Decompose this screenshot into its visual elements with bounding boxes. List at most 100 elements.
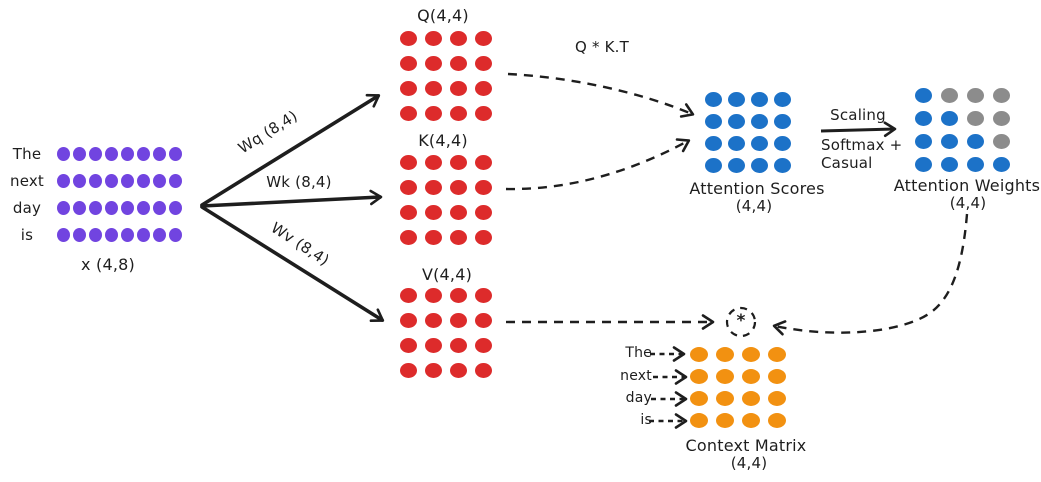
matrix-dot [716, 369, 734, 384]
matrix-dot [121, 147, 134, 161]
q-matrix-title: Q(4,4) [417, 6, 469, 25]
wv-arrow-label: Wv (8,4) [267, 218, 333, 270]
matrix-dot [450, 56, 467, 71]
matrix-dot [57, 147, 70, 161]
input-row-label-the: The [12, 145, 42, 163]
matrix-dot [105, 174, 118, 188]
matrix-dot [169, 228, 182, 242]
matrix-dot [400, 81, 417, 96]
matrix-dot [425, 363, 442, 378]
matrix-dot [105, 147, 118, 161]
matrix-dot [121, 174, 134, 188]
matrix-dot [105, 228, 118, 242]
scaling-label: Scaling [830, 106, 886, 124]
matrix-dot [716, 391, 734, 406]
matrix-dot [690, 413, 708, 428]
matrix-dot [425, 288, 442, 303]
input-matrix [57, 147, 182, 242]
matrix-dot [941, 157, 958, 172]
matrix-dot [57, 201, 70, 215]
matrix-dot [690, 391, 708, 406]
matrix-dot [450, 106, 467, 121]
matrix-dot [450, 230, 467, 245]
matrix-dot [425, 155, 442, 170]
matrix-dot [768, 413, 786, 428]
matrix-dot [742, 347, 760, 362]
matrix-dot [941, 88, 958, 103]
matrix-dot [73, 228, 86, 242]
matrix-dot [774, 158, 791, 173]
matrix-dot [475, 31, 492, 46]
matrix-dot [137, 228, 150, 242]
matrix-dot [89, 147, 102, 161]
attention-scores-title: Attention Scores [689, 179, 825, 198]
matrix-dot [915, 111, 932, 126]
matrix-dot [137, 174, 150, 188]
matrix-dot [475, 313, 492, 328]
context-row-label-day: day [625, 390, 652, 406]
matrix-dot [751, 136, 768, 151]
k-matrix [400, 155, 492, 245]
matrix-dot [941, 111, 958, 126]
matrix-dot [425, 81, 442, 96]
matrix-dot [425, 56, 442, 71]
matrix-dot [475, 180, 492, 195]
attention-weights-title: Attention Weights [893, 176, 1041, 195]
matrix-dot [915, 157, 932, 172]
context-row-label-next: next [620, 368, 652, 384]
matrix-dot [705, 92, 722, 107]
q-matrix [400, 31, 492, 121]
wv-arrow [200, 205, 385, 323]
matrix-dot [993, 134, 1010, 149]
matrix-dot [690, 347, 708, 362]
matrix-dot [705, 136, 722, 151]
v-matrix [400, 288, 492, 378]
matrix-dot [121, 201, 134, 215]
input-row-label-next: next [9, 172, 45, 190]
matrix-dot [751, 114, 768, 129]
matrix-dot [728, 136, 745, 151]
context-matrix-shape: (4,4) [730, 454, 768, 472]
matrix-dot [400, 31, 417, 46]
matrix-dot [475, 205, 492, 220]
matrix-dot [716, 347, 734, 362]
matrix-dot [941, 134, 958, 149]
matrix-dot [450, 338, 467, 353]
matrix-dot [993, 111, 1010, 126]
matrix-dot [153, 201, 166, 215]
matrix-dot [450, 81, 467, 96]
scaling-arrow [820, 121, 897, 138]
matrix-dot [153, 147, 166, 161]
matrix-dot [425, 106, 442, 121]
matrix-dot [425, 180, 442, 195]
matrix-dot [768, 391, 786, 406]
matrix-dot [57, 174, 70, 188]
matrix-dot [400, 180, 417, 195]
matrix-dot [400, 205, 417, 220]
matrix-dot [105, 201, 118, 215]
matrix-dot [450, 313, 467, 328]
attention-weights-matrix [915, 88, 1010, 172]
matrix-dot [768, 369, 786, 384]
v-matrix-title: V(4,4) [421, 265, 473, 284]
attention-scores-shape: (4,4) [735, 197, 773, 215]
matrix-dot [967, 88, 984, 103]
matrix-dot [400, 155, 417, 170]
multiply-symbol: * [736, 311, 746, 332]
matrix-dot [915, 134, 932, 149]
q-to-scores-arrow [507, 72, 695, 118]
matrix-dot [153, 228, 166, 242]
matrix-dot [993, 157, 1010, 172]
matrix-dot [400, 313, 417, 328]
context-row-label-is: is [640, 412, 652, 428]
weights-to-multiply-arrow [772, 213, 969, 336]
matrix-dot [716, 413, 734, 428]
matrix-dot [425, 31, 442, 46]
matrix-dot [73, 147, 86, 161]
matrix-dot [400, 230, 417, 245]
matrix-dot [475, 288, 492, 303]
matrix-dot [400, 338, 417, 353]
matrix-dot [89, 174, 102, 188]
wk-arrow-label: Wk (8,4) [266, 173, 332, 191]
matrix-dot [169, 147, 182, 161]
